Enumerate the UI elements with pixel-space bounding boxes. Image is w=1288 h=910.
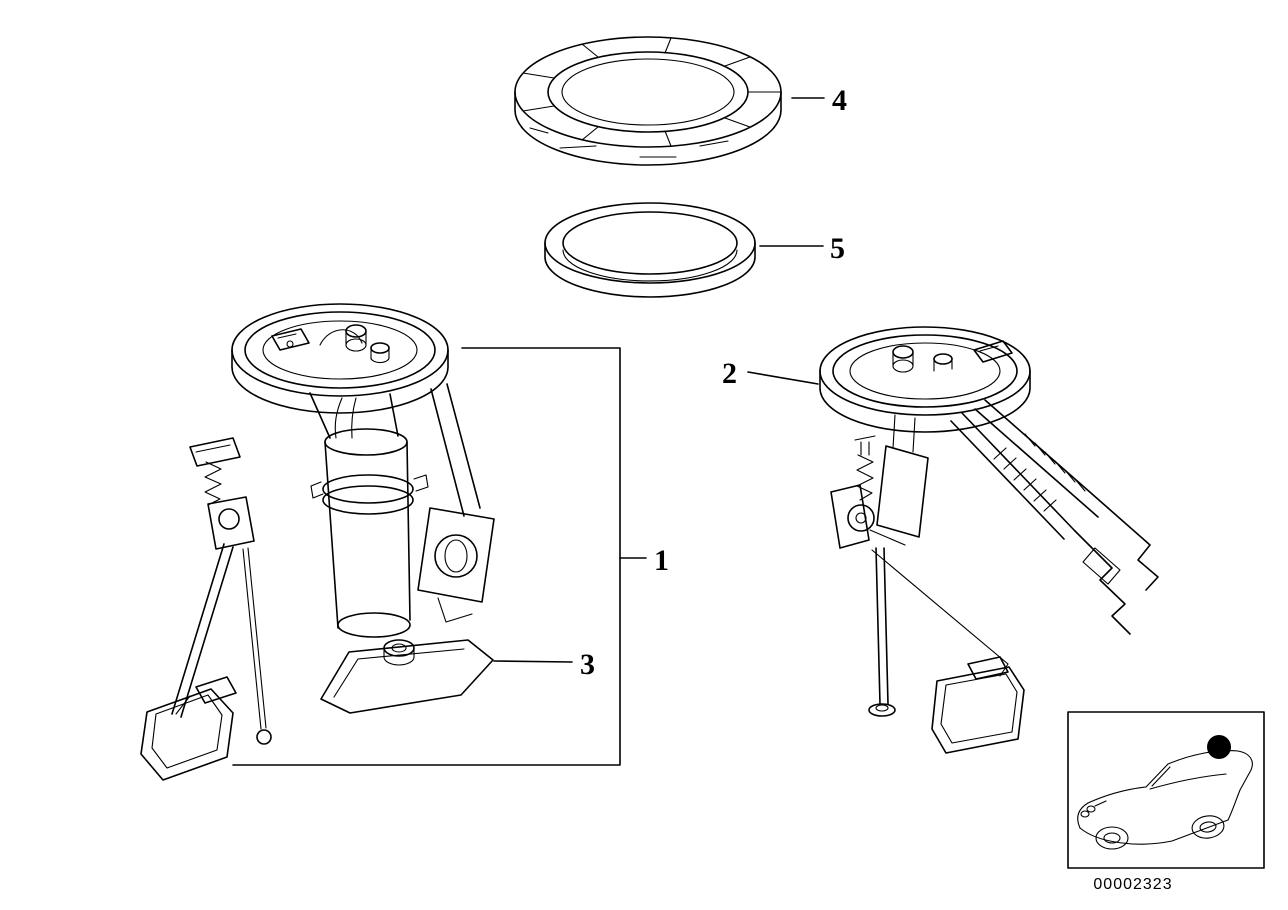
car-sketch: [1077, 750, 1253, 850]
leader-line-part-2: [747, 371, 819, 385]
pump-canister: [309, 392, 429, 638]
callout-label-3[interactable]: 3: [580, 648, 595, 681]
car-location-thumbnail: [1067, 711, 1265, 869]
sensor-mechanism: [830, 414, 929, 549]
sealing-ring-part-5-drawing: [544, 202, 756, 298]
sensor-flange: [819, 326, 1031, 433]
diagram-number: 00002323: [1093, 876, 1172, 893]
level-sensor-part-2-drawing: [819, 326, 1159, 754]
fuel-pump-assembly-part-1-drawing: [140, 303, 495, 781]
level-sensor-arm-left: [171, 437, 272, 745]
callout-label-4[interactable]: 4: [832, 84, 847, 117]
callout-label-1[interactable]: 1: [654, 544, 669, 577]
fuel-float-left: [140, 676, 237, 781]
callout-label-5[interactable]: 5: [830, 232, 845, 265]
swirl-pot: [417, 383, 495, 623]
fuel-tank-location-dot: [1207, 735, 1231, 759]
fuel-float-right: [871, 549, 1025, 754]
pump-flange: [231, 303, 449, 414]
leader-line-part-3: [493, 660, 573, 663]
locking-ring-part-4-drawing: [514, 36, 782, 166]
sensor-rod: [868, 547, 896, 717]
leader-bracket-part-1: [232, 347, 621, 766]
callout-label-2[interactable]: 2: [722, 357, 737, 390]
callout-leader-lines: [232, 97, 825, 766]
thumbnail-frame: [1067, 711, 1265, 869]
fuel-filter-part-3-drawing: [320, 639, 494, 714]
fuel-hoses: [950, 399, 1159, 635]
